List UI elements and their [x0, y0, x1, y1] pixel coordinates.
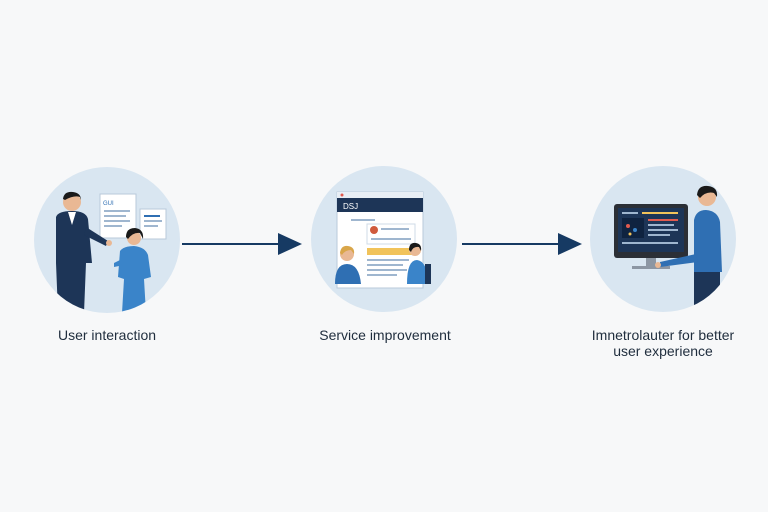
step-2-illustration: DSJ	[311, 166, 457, 312]
team-at-screen-icon: DSJ	[335, 191, 431, 289]
person-at-monitor-icon	[614, 185, 722, 312]
two-people-conversation-icon: GUI	[56, 191, 167, 313]
flow-arrow-1	[182, 233, 302, 255]
step-3-label: Imnetrolauter for better user experience	[568, 327, 758, 359]
screen-header-label: DSJ	[343, 202, 358, 211]
flow-arrow-2	[462, 233, 582, 255]
step-3-label-line-1: Imnetrolauter for better	[591, 327, 735, 343]
step-1-illustration: GUI	[34, 167, 180, 313]
step-2-label: Service improvement	[319, 327, 451, 343]
doc-label: GUI	[103, 201, 114, 207]
step-3-label-line-2: user experience	[613, 343, 713, 359]
step-1-label: User interaction	[57, 327, 157, 343]
step-3-illustration	[590, 166, 736, 312]
